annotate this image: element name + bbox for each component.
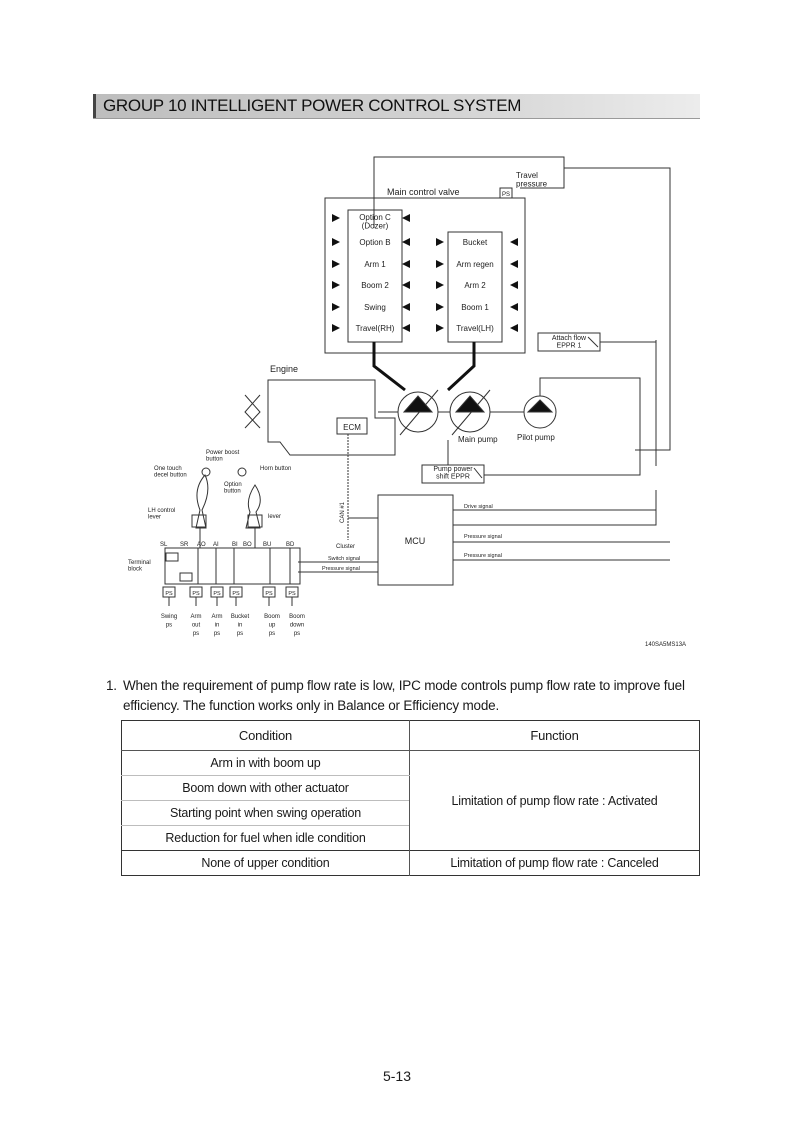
- ipc-condition-table: Condition Function Arm in with boom up L…: [121, 720, 700, 876]
- spool-right-2: Arm 2: [464, 281, 486, 290]
- paragraph-1: 1. When the requirement of pump flow rat…: [106, 676, 706, 716]
- horn-button-label: Horn button: [260, 466, 291, 472]
- table-row: Reduction for fuel when idle condition: [122, 826, 700, 851]
- group-header: GROUP 10 INTELLIGENT POWER CONTROL SYSTE…: [93, 94, 700, 119]
- terminal-label-bu: BU: [263, 542, 271, 548]
- spool-left-2: Arm 1: [364, 260, 386, 269]
- terminal-label-bi: BI: [232, 542, 238, 548]
- page-number: 5-13: [382, 1068, 412, 1084]
- spool-left-3: Boom 2: [361, 281, 389, 290]
- terminal-label-bo: BO: [243, 542, 252, 548]
- pressure-signal-1-label: Pressure signal: [464, 534, 502, 540]
- condition-cell: Arm in with boom up: [121, 750, 410, 776]
- table-row: None of upper condition Limitation of pu…: [121, 850, 700, 876]
- header-function: Function: [409, 720, 700, 751]
- condition-cell: Boom down with other actuator: [121, 775, 410, 801]
- paragraph-line-2: efficiency. The function works only in B…: [123, 698, 499, 713]
- cluster-label: Cluster: [336, 544, 355, 550]
- paragraph-line-1: When the requirement of pump flow rate i…: [123, 678, 685, 693]
- ps-box-label: PS: [165, 591, 173, 597]
- spool-right-3: Boom 1: [461, 303, 489, 312]
- engine-label: Engine: [270, 364, 298, 374]
- terminal-label-bd: BD: [286, 542, 295, 548]
- ps-box-label: PS: [213, 591, 221, 597]
- travel-ps-label: PS: [502, 192, 510, 198]
- spool-left-0: Option C(Dozer): [359, 213, 391, 230]
- spool-right-0: Bucket: [463, 238, 488, 247]
- ecm-label: ECM: [343, 423, 361, 432]
- spool-left-5: Travel(RH): [356, 324, 395, 333]
- rh-lever-label: lever: [268, 514, 281, 520]
- table-row: Starting point when swing operation: [121, 800, 700, 826]
- condition-cell: Reduction for fuel when idle condition: [165, 831, 366, 845]
- group-title: GROUP 10 INTELLIGENT POWER CONTROL SYSTE…: [103, 96, 522, 115]
- terminal-label-ai: AI: [213, 542, 219, 548]
- spool-left-4: Swing: [364, 303, 386, 312]
- pressure-signal-2-label: Pressure signal: [464, 553, 502, 559]
- can-label: CAN #1: [340, 501, 346, 523]
- condition-cell: Starting point when swing operation: [121, 800, 410, 826]
- spool-right-4: Travel(LH): [456, 324, 494, 333]
- table-row: Arm in with boom up Limitation of pump f…: [121, 750, 700, 851]
- terminal-label-sr: SR: [180, 542, 189, 548]
- main-pump-label: Main pump: [458, 435, 498, 444]
- switch-signal-label: Switch signal: [328, 556, 360, 562]
- table-row: Boom down with other actuator: [121, 775, 700, 801]
- drive-signal-label: Drive signal: [464, 504, 493, 510]
- header-condition: Condition: [121, 720, 410, 751]
- ps-box-label: PS: [265, 591, 273, 597]
- item-number: 1.: [106, 678, 117, 693]
- function-activated-cell: Limitation of pump flow rate : Activated: [409, 750, 700, 851]
- function-canceled-cell: Limitation of pump flow rate : Canceled: [409, 850, 700, 876]
- spool-left-1: Option B: [359, 238, 390, 247]
- pressure-signal-3-label: Pressure signal: [322, 566, 360, 572]
- spool-right-1: Arm regen: [456, 260, 493, 269]
- pilot-pump-label: Pilot pump: [517, 433, 555, 442]
- ps-box-label: PS: [192, 591, 200, 597]
- main-control-valve-label: Main control valve: [387, 187, 460, 197]
- terminal-label-ao: AO: [197, 542, 206, 548]
- condition-cell: None of upper condition: [121, 850, 410, 876]
- mcu-label: MCU: [405, 536, 426, 546]
- figure-code: 140SA5MS13A: [645, 642, 686, 648]
- ps-box-label: PS: [288, 591, 296, 597]
- ps-box-label: PS: [232, 591, 240, 597]
- terminal-label-sl: SL: [160, 542, 168, 548]
